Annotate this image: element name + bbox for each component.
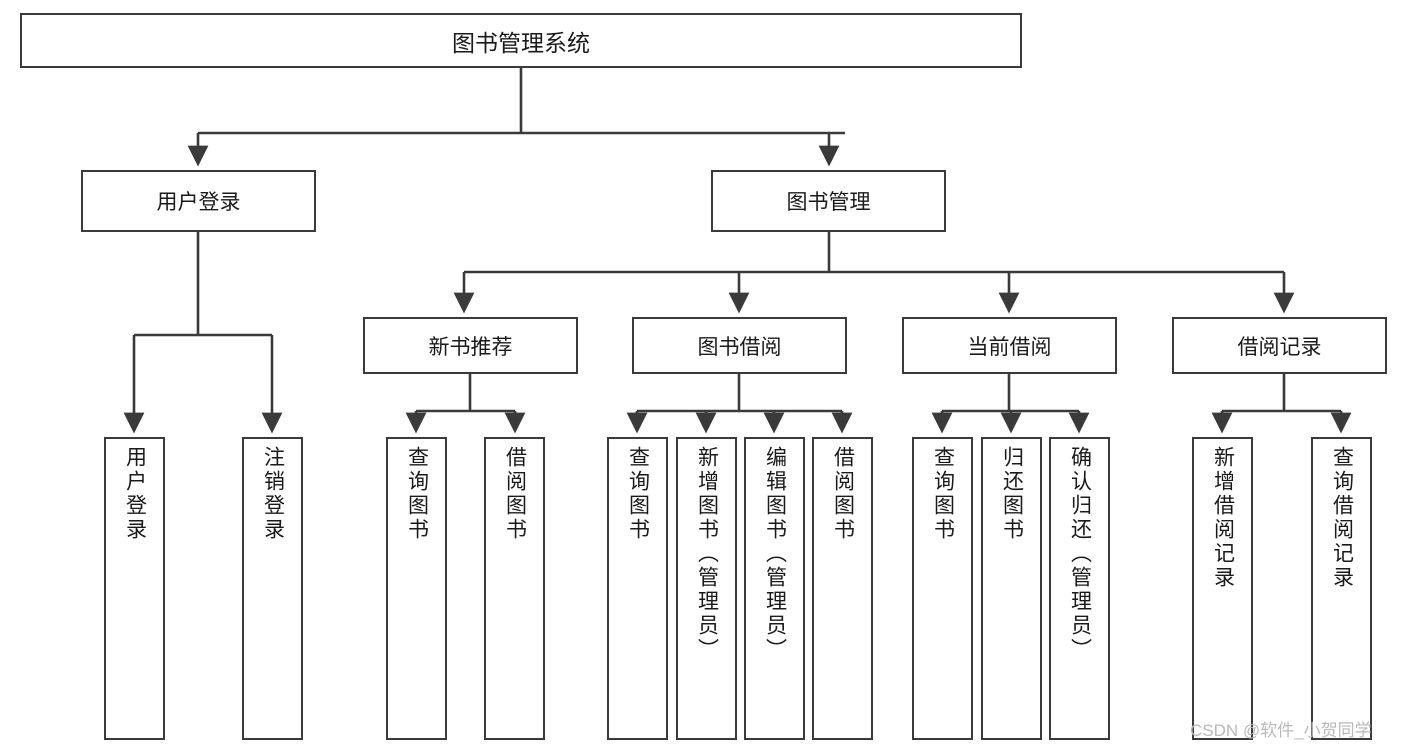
- node-leaf-borrow-books[interactable]: 借阅图书: [812, 437, 873, 740]
- node-user-login[interactable]: 用户登录: [81, 170, 316, 232]
- node-leaf-edit-book-admin[interactable]: 编辑图书（管理员）: [744, 437, 805, 740]
- node-label: 图书借阅: [697, 335, 782, 359]
- node-leaf-query-books-borrow[interactable]: 查询图书: [607, 437, 668, 740]
- node-leaf-query-books-newbook[interactable]: 查询图书: [386, 437, 447, 740]
- node-label: 借阅图书: [831, 446, 855, 542]
- watermark-text: CSDN @软件_小贺同学: [1190, 721, 1372, 740]
- node-label: 新增图书（管理员）: [695, 446, 719, 662]
- node-leaf-query-books-current[interactable]: 查询图书: [912, 437, 973, 740]
- node-label: 查询借阅记录: [1330, 446, 1354, 590]
- node-label: 注销登录: [261, 446, 285, 542]
- node-leaf-borrow-books-newbook[interactable]: 借阅图书: [484, 437, 545, 740]
- node-label: 图书管理: [786, 191, 871, 214]
- node-label: 查询图书: [931, 446, 955, 542]
- node-label: 确认归还（管理员）: [1068, 446, 1092, 662]
- node-leaf-add-book-admin[interactable]: 新增图书（管理员）: [676, 437, 737, 740]
- node-book-borrowing[interactable]: 图书借阅: [632, 317, 847, 374]
- node-label: 当前借阅: [967, 335, 1052, 359]
- node-leaf-query-borrow-record[interactable]: 查询借阅记录: [1311, 437, 1372, 740]
- node-current-borrowing[interactable]: 当前借阅: [902, 317, 1117, 374]
- node-leaf-user-login[interactable]: 用户登录: [104, 437, 165, 740]
- node-label: 编辑图书（管理员）: [763, 446, 787, 662]
- node-label: 借阅图书: [503, 446, 527, 542]
- node-label: 新增借阅记录: [1211, 446, 1235, 590]
- node-label: 查询图书: [405, 446, 429, 542]
- node-label: 归还图书: [1000, 446, 1024, 542]
- node-label: 用户登录: [123, 446, 147, 542]
- node-label: 图书管理系统: [452, 29, 590, 56]
- node-leaf-confirm-return-admin[interactable]: 确认归还（管理员）: [1049, 437, 1110, 740]
- node-label: 借阅记录: [1237, 335, 1322, 359]
- node-new-book-recommendation[interactable]: 新书推荐: [363, 317, 578, 374]
- node-label: 查询图书: [626, 446, 650, 542]
- node-label: 用户登录: [156, 191, 241, 214]
- node-book-management[interactable]: 图书管理: [711, 170, 946, 232]
- node-label: 新书推荐: [428, 335, 513, 359]
- node-leaf-add-borrow-record[interactable]: 新增借阅记录: [1192, 437, 1253, 740]
- node-leaf-logout[interactable]: 注销登录: [242, 437, 303, 740]
- node-leaf-return-books[interactable]: 归还图书: [981, 437, 1042, 740]
- node-borrowing-records[interactable]: 借阅记录: [1172, 317, 1387, 374]
- node-book-management-system[interactable]: 图书管理系统: [20, 13, 1022, 68]
